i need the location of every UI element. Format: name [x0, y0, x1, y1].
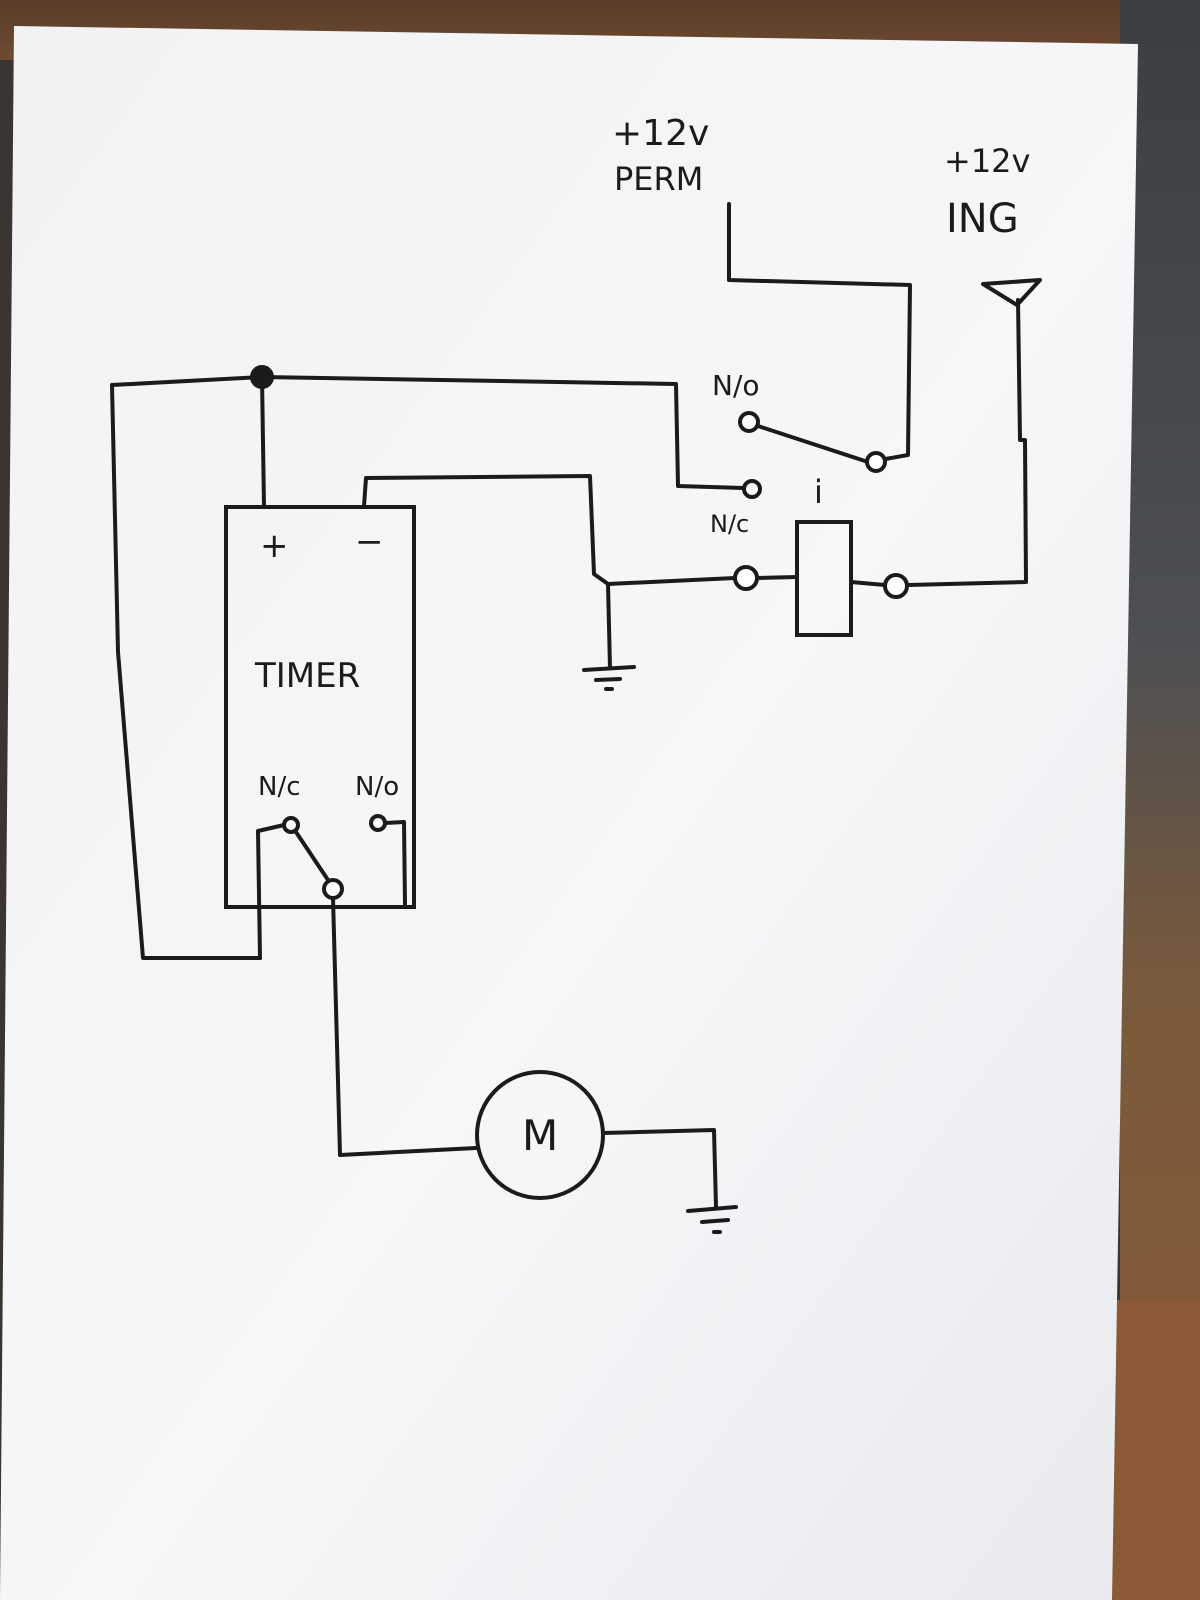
- coil-ground-wire: [606, 576, 737, 586]
- motor-ground-wire: [601, 1128, 718, 1209]
- timer-common-terminal: [322, 878, 344, 900]
- timer-plus-bus-wire: [110, 375, 745, 490]
- perm-voltage-label: +12v: [612, 113, 709, 154]
- relay-coil-right-lead: [849, 580, 887, 587]
- relay-nc-label: N/c: [710, 510, 749, 538]
- motor-symbol: [475, 1070, 605, 1200]
- relay-mark-label: i: [814, 473, 823, 511]
- ing-source-symbol: [981, 278, 1042, 307]
- timer-nc-return-wire: [110, 383, 262, 960]
- timer-to-motor-wire: [331, 896, 478, 1157]
- relay-no-terminal: [738, 411, 760, 433]
- timer-module: [224, 505, 416, 909]
- relay-nc-terminal: [742, 479, 762, 499]
- ing-name-label: ING: [946, 196, 1019, 242]
- relay-no-label: N/o: [712, 369, 760, 402]
- ground-symbol-motor: [686, 1205, 738, 1234]
- timer-no-lead: [383, 820, 407, 907]
- perm-feed-wire: [727, 202, 912, 462]
- timer-minus-ground-wire: [362, 474, 612, 670]
- timer-switch-arm: [294, 830, 330, 882]
- timer-nc-label: N/c: [258, 772, 301, 802]
- ing-voltage-label: +12v: [944, 142, 1030, 180]
- relay-common-terminal: [865, 451, 887, 473]
- junction-to-timer-plus-wire: [260, 375, 266, 509]
- ing-feed-wire: [906, 298, 1028, 587]
- timer-plus-label: +: [260, 526, 289, 566]
- timer-no-label: N/o: [355, 772, 399, 802]
- relay-coil-left-lead: [755, 575, 799, 580]
- motor-label: M: [522, 1111, 558, 1160]
- relay-switch-arm: [756, 424, 870, 464]
- relay-coil-left-terminal: [733, 565, 759, 591]
- ground-symbol-relay: [582, 665, 636, 691]
- timer-minus-label: −: [355, 522, 384, 562]
- timer-nc-terminal: [282, 816, 300, 834]
- timer-no-terminal: [369, 814, 387, 832]
- relay-coil-right-terminal: [883, 573, 909, 599]
- paper-sheet: [0, 26, 1138, 1600]
- timer-nc-lead: [256, 823, 286, 960]
- perm-name-label: PERM: [614, 160, 703, 198]
- timer-title: TIMER: [254, 656, 360, 696]
